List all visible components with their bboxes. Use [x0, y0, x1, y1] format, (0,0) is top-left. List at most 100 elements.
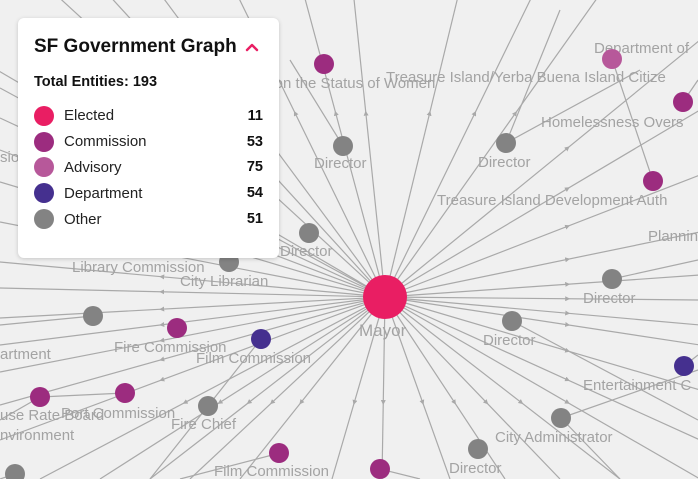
edge: [0, 296, 386, 319]
legend-list: Elected 11 Commission 53 Advisory 75 Dep…: [34, 103, 263, 232]
edge: [611, 259, 698, 280]
legend-label: Commission: [64, 133, 147, 151]
edge: [560, 369, 698, 419]
edge: [384, 296, 698, 440]
graph-node-label: Entertainment C: [583, 377, 692, 394]
graph-node-label: City Administrator: [495, 429, 613, 446]
graph-node-label: Planning: [648, 228, 698, 245]
edge: [505, 9, 561, 144]
edge: [384, 0, 597, 298]
legend-count: 53: [246, 133, 263, 150]
graph-node-label: Fire Commission: [114, 339, 227, 356]
graph-node-label: nvironment: [0, 427, 75, 444]
edge: [0, 261, 386, 298]
graph-node-label: City Librarian: [180, 273, 268, 290]
edge: [99, 296, 386, 479]
legend-label: Advisory: [64, 158, 122, 176]
edge: [149, 405, 209, 479]
graph-node: [333, 136, 353, 156]
graph-node-label: Director: [555, 0, 608, 4]
edge: [39, 296, 386, 479]
edge: [384, 296, 698, 479]
legend-item-other[interactable]: Other 51: [34, 206, 263, 232]
graph-node: [502, 311, 522, 331]
legend-title: SF Government Graph: [34, 36, 237, 57]
edge: [384, 231, 698, 298]
graph-node-label: Director: [449, 460, 502, 477]
edge: [0, 296, 386, 346]
other-swatch: [34, 209, 54, 230]
graph-node: [198, 396, 218, 416]
edge: [560, 417, 621, 479]
edge: [149, 296, 386, 479]
department-swatch: [34, 183, 54, 204]
legend-item-advisory[interactable]: Advisory 75: [34, 155, 263, 181]
graph-node: [167, 318, 187, 338]
elected-swatch: [34, 105, 54, 126]
graph-node: [468, 439, 488, 459]
graph-node-label: artment: [0, 346, 52, 363]
graph-node: [370, 459, 390, 479]
edge: [384, 296, 698, 391]
graph-node-label: Director: [280, 243, 333, 260]
edge: [384, 40, 698, 298]
edge: [189, 296, 386, 479]
graph-node: [30, 387, 50, 407]
graph-node-label: Homelessness Overs: [541, 114, 684, 131]
edge: [384, 110, 698, 298]
edge: [611, 58, 654, 182]
legend-count: 54: [246, 185, 263, 202]
edge: [384, 296, 621, 479]
advisory-swatch: [34, 157, 54, 178]
edge: [207, 338, 262, 407]
legend-label: Other: [64, 210, 102, 228]
edge: [0, 296, 386, 406]
graph-node-label: Treasure Island/Yerba Buena Island Citiz…: [386, 69, 666, 86]
edge: [384, 296, 698, 301]
edge: [384, 296, 561, 479]
graph-node-label: Film Commission: [214, 463, 329, 479]
edge: [384, 296, 451, 479]
graph-node-label: Film Commission: [196, 350, 311, 367]
graph-node: [269, 443, 289, 463]
edge: [505, 69, 641, 144]
edge: [384, 296, 698, 326]
graph-node-label: Library Commission: [72, 259, 205, 276]
graph-node-label: Director: [483, 332, 536, 349]
legend-header: SF Government Graph: [34, 34, 263, 60]
graph-node: [496, 133, 516, 153]
legend-label: Elected: [64, 107, 115, 125]
edge: [384, 175, 698, 298]
legend-panel: SF Government Graph Total Entities: 193 …: [18, 18, 279, 258]
graph-node: [602, 269, 622, 289]
graph-node: [643, 171, 663, 191]
graph-node: [299, 223, 319, 243]
legend-count: 75: [246, 159, 263, 176]
edge: [384, 296, 698, 346]
graph-node: [115, 383, 135, 403]
edge: [0, 315, 94, 326]
legend-item-elected[interactable]: Elected 11: [34, 103, 263, 129]
legend-item-department[interactable]: Department 54: [34, 180, 263, 206]
graph-node: [673, 92, 693, 112]
graph-node: [314, 54, 334, 74]
legend-label: Department: [64, 184, 143, 202]
edge: [511, 320, 698, 421]
graph-node-label: Director: [583, 290, 636, 307]
edge: [239, 296, 386, 479]
edge: [0, 296, 386, 441]
legend-item-commission[interactable]: Commission 53: [34, 129, 263, 155]
graph-node: [602, 49, 622, 69]
chevron-up-icon[interactable]: [241, 36, 263, 58]
edge: [179, 452, 281, 479]
edge: [384, 274, 698, 298]
graph-node-label: Director: [478, 154, 531, 171]
graph-node-hub: [363, 275, 407, 319]
graph-node-label: Fire Chief: [171, 416, 237, 433]
edge: [384, 0, 458, 298]
graph-node: [674, 356, 694, 376]
edge: [0, 287, 386, 298]
graph-node-label: Mayor: [359, 321, 407, 340]
edge: [0, 296, 386, 373]
edge: [289, 59, 344, 147]
